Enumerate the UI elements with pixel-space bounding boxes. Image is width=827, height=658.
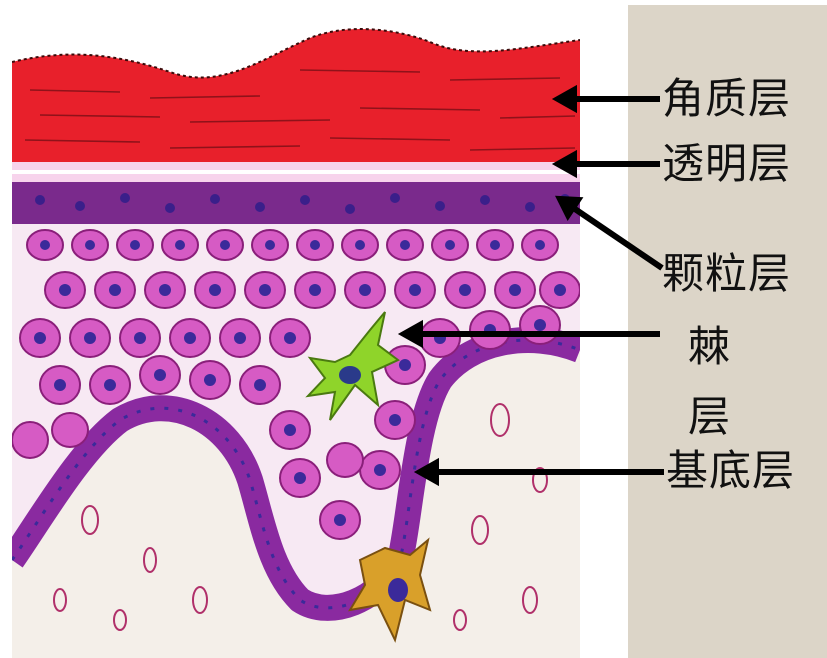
label-stratum-basale: 基底层 — [666, 450, 795, 492]
label-stratum-corneum: 角质层 — [662, 78, 791, 120]
stratum-corneum-layer — [12, 29, 580, 168]
label-stratum-granulosum: 颗粒层 — [662, 253, 791, 295]
label-stratum-lucidum: 透明层 — [662, 143, 791, 185]
label-stratum-spinosum-top: 棘 — [688, 326, 731, 368]
stratum-granulosum-layer — [12, 182, 580, 224]
label-stratum-spinosum-bottom: 层 — [688, 396, 731, 438]
